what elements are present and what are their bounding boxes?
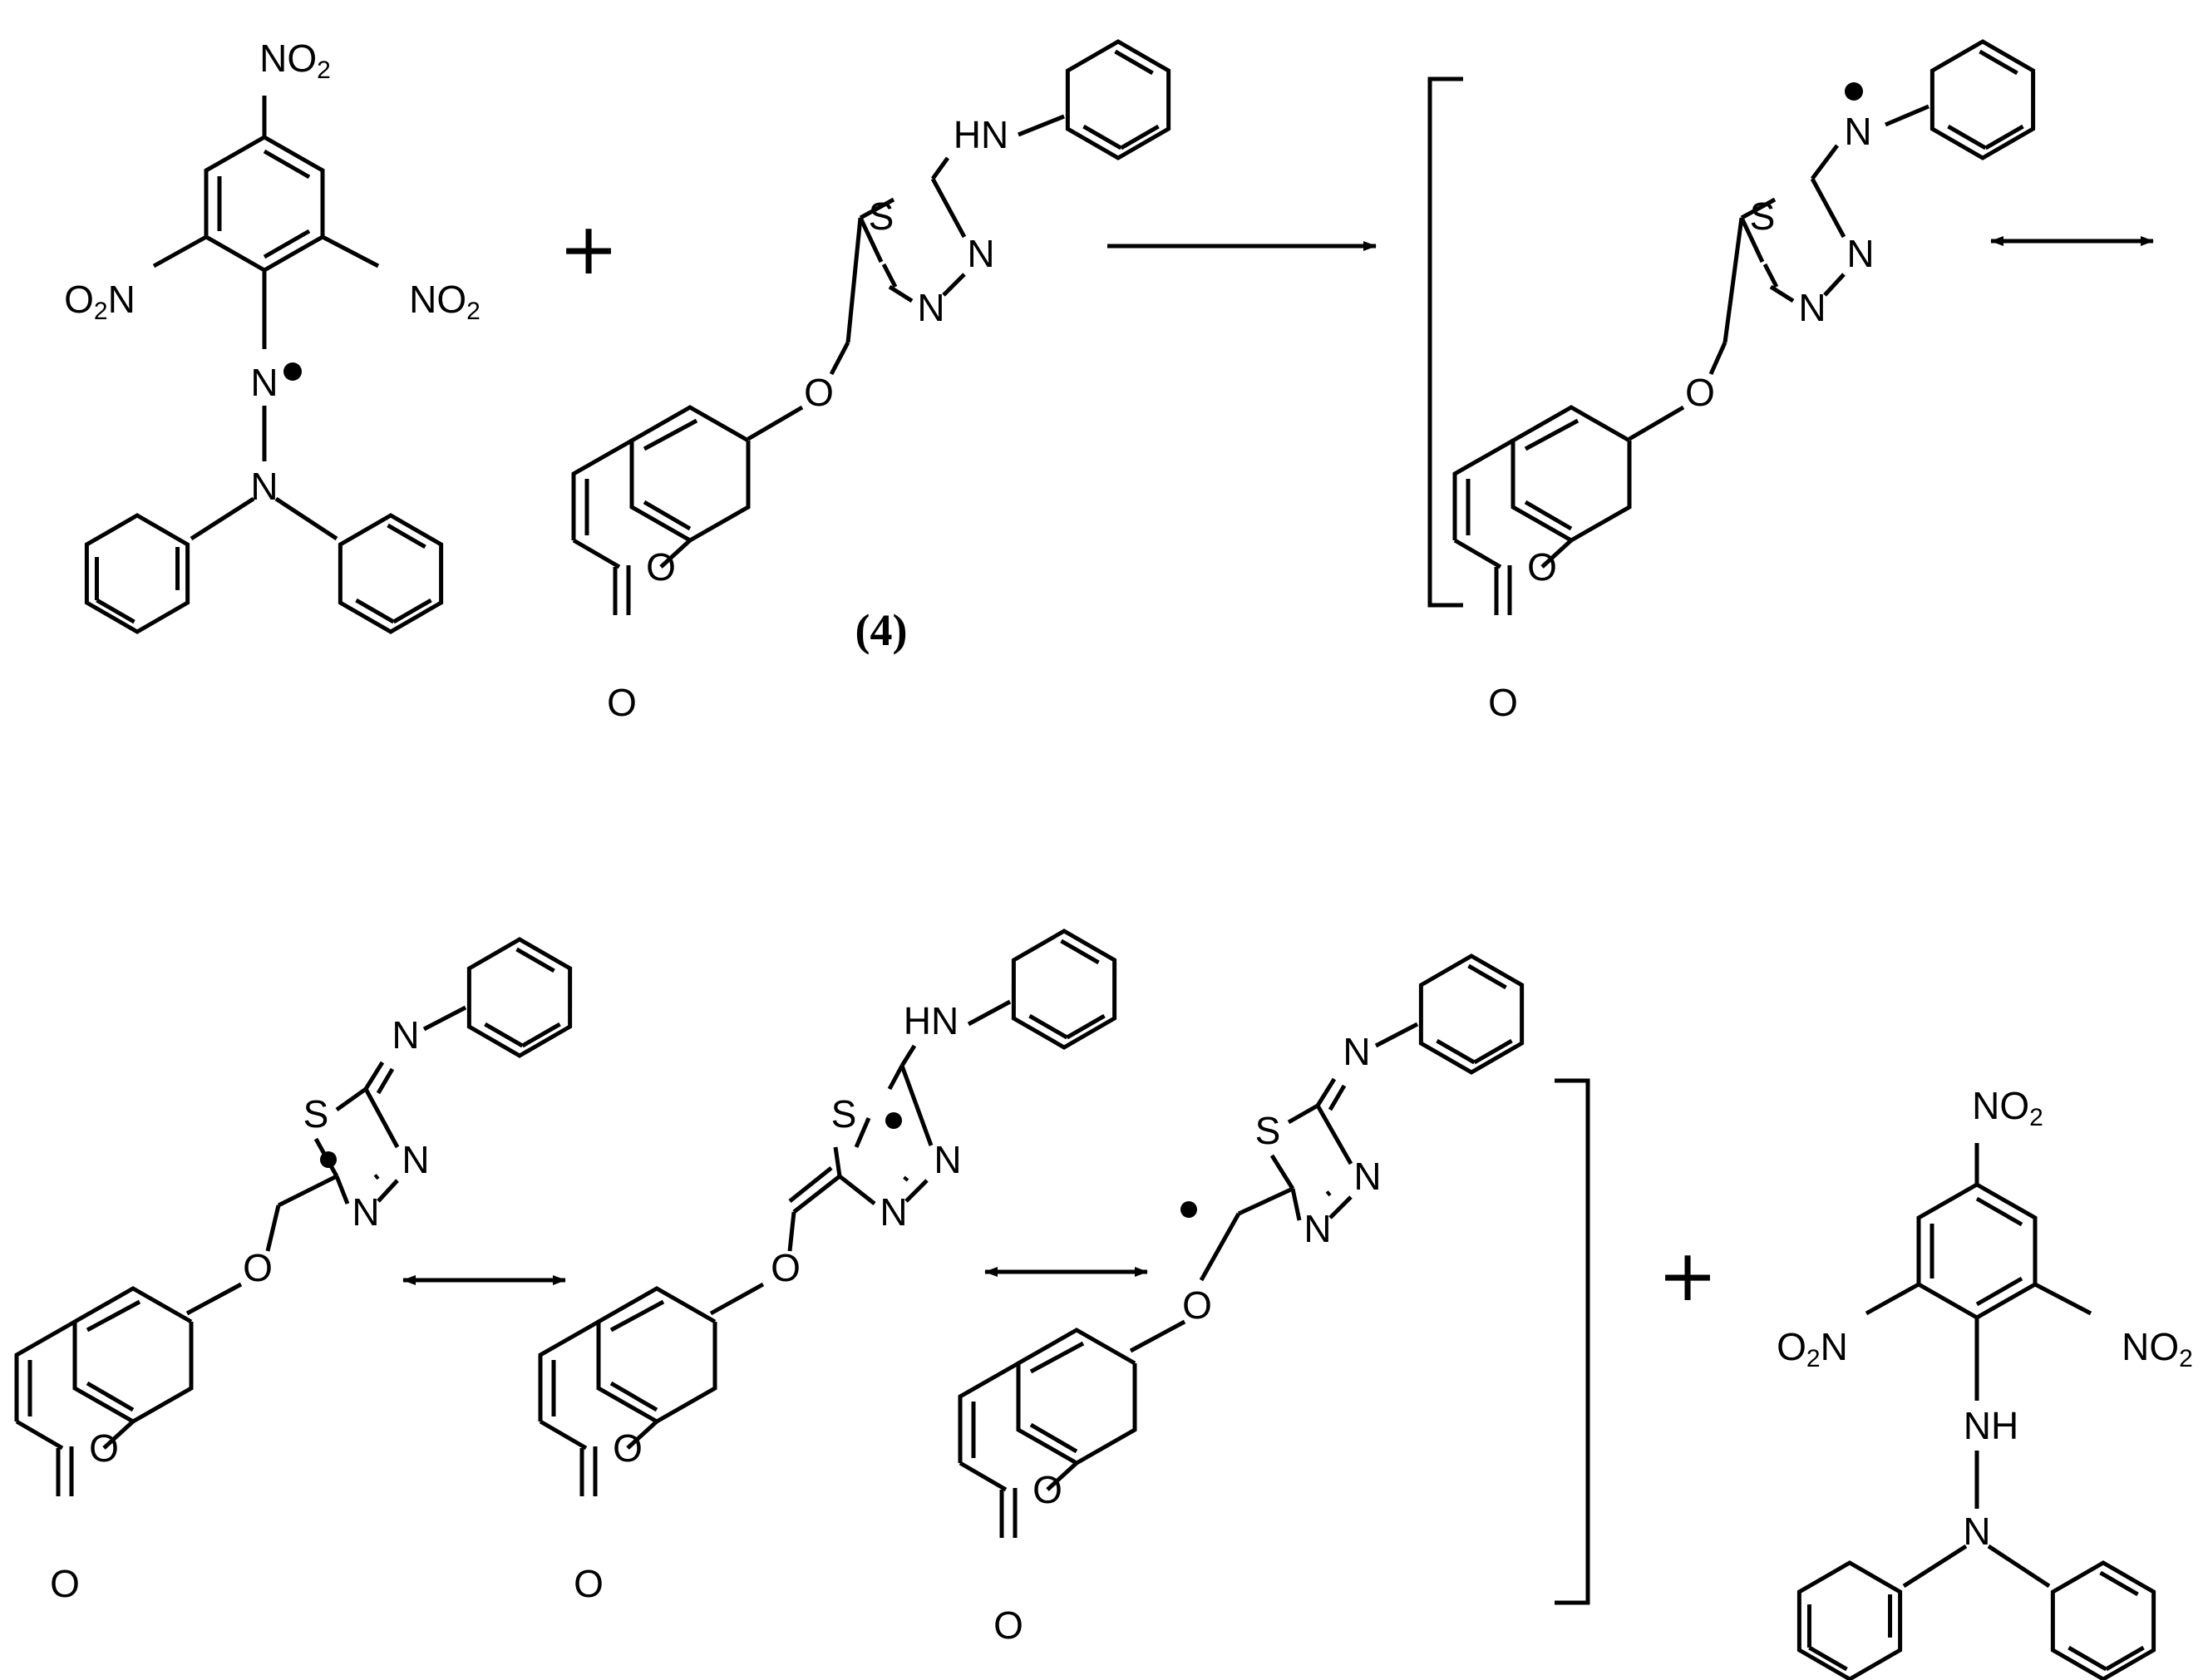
n-atom-label: N: [934, 1138, 961, 1181]
hn-label: HN: [904, 999, 959, 1042]
imine-n-label: N: [1343, 1030, 1370, 1073]
radical-dot: [320, 1151, 337, 1168]
radical-dot: [1180, 1201, 1197, 1218]
n-radical-label: N: [250, 361, 278, 404]
phenyl-ring: [1907, 27, 2058, 173]
no2-top-label: NO2: [1972, 1084, 2043, 1131]
n-atom-label: N: [1846, 232, 1874, 275]
phenyl-ring-right: [315, 501, 466, 647]
n-atom-label: N: [1304, 1207, 1331, 1250]
phenyl-ring: [1396, 942, 1547, 1087]
n-atom-label: N: [402, 1138, 429, 1181]
n-atom-label: N: [1353, 1155, 1381, 1198]
ring-o-label: O: [646, 545, 676, 589]
plus-sign-bottom: +: [1658, 1234, 1718, 1318]
phenyl-ring-left: [1774, 1549, 1925, 1680]
n-radical-resonance-form: S N N N O O O: [1455, 27, 2058, 724]
s-atom-label: S: [869, 195, 895, 238]
ether-o-label: O: [1182, 1283, 1212, 1327]
ring-o-label: O: [89, 1426, 119, 1470]
ch-radical-resonance-form: S N N N O O O: [960, 942, 1547, 1647]
ring-o-label: O: [613, 1426, 643, 1470]
carbonyl-o-label: O: [574, 1562, 604, 1605]
compound-4: S N N HN O O O (4): [574, 27, 1194, 724]
ether-o-label: O: [804, 371, 834, 414]
no2-top-label: NO2: [259, 37, 331, 84]
n-atom-label: N: [880, 1190, 907, 1234]
ring-o-label: O: [1527, 545, 1557, 589]
bracket-left: [1427, 76, 1463, 608]
n-amine-label: N: [250, 465, 278, 508]
s-atom-label: S: [831, 1092, 857, 1136]
carbonyl-o-label: O: [993, 1604, 1023, 1647]
n-radical-label: N: [1844, 110, 1871, 153]
bracket-right: [1555, 1078, 1590, 1605]
carbonyl-o-label: O: [607, 681, 637, 724]
c2-radical-resonance-form: S N N HN O O O: [540, 917, 1140, 1605]
s-atom-label: S: [1750, 195, 1776, 238]
o2n-left-label: O2N: [1777, 1325, 1848, 1372]
s-atom-label: S: [1255, 1109, 1281, 1152]
phenyl-ring: [988, 917, 1140, 1062]
radical-dot: [885, 1112, 902, 1129]
ether-o-label: O: [243, 1246, 273, 1289]
n-atom-label: N: [1798, 286, 1826, 329]
anilino-phenyl-ring: [1042, 27, 1194, 173]
hn-label: HN: [954, 113, 1008, 156]
radical-dot: [1845, 82, 1863, 101]
n-atom-label: N: [967, 232, 994, 275]
ether-o-label: O: [771, 1246, 801, 1289]
compound-number-label: (4): [855, 605, 908, 655]
ring-o-label: O: [1033, 1468, 1062, 1511]
dpph-radical: NO2 O2N NO2 N N: [62, 37, 481, 646]
ether-o-label: O: [1685, 371, 1715, 414]
nh-label: NH: [1964, 1404, 2018, 1447]
carbonyl-o-label: O: [50, 1562, 80, 1605]
n-atom-label: N: [352, 1190, 379, 1234]
carbonyl-o-label: O: [1488, 681, 1518, 724]
n-amine-label: N: [1963, 1510, 1990, 1553]
phenyl-ring-right: [2028, 1549, 2179, 1680]
s-atom-label: S: [303, 1092, 329, 1136]
phenyl-ring-left: [62, 501, 213, 647]
dpph-h: NO2 O2N NO2 NH N: [1774, 1084, 2193, 1680]
imine-n-label: N: [392, 1013, 419, 1057]
plus-sign-top: +: [559, 208, 619, 291]
no2-right-label: NO2: [409, 278, 481, 325]
o2n-left-label: O2N: [64, 278, 136, 325]
c5-radical-resonance-form: S N N N O O O: [17, 925, 595, 1605]
phenyl-ring: [444, 925, 595, 1071]
radical-dot: [283, 362, 302, 381]
n-atom-label: N: [917, 286, 944, 329]
no2-right-label: NO2: [2122, 1325, 2193, 1372]
